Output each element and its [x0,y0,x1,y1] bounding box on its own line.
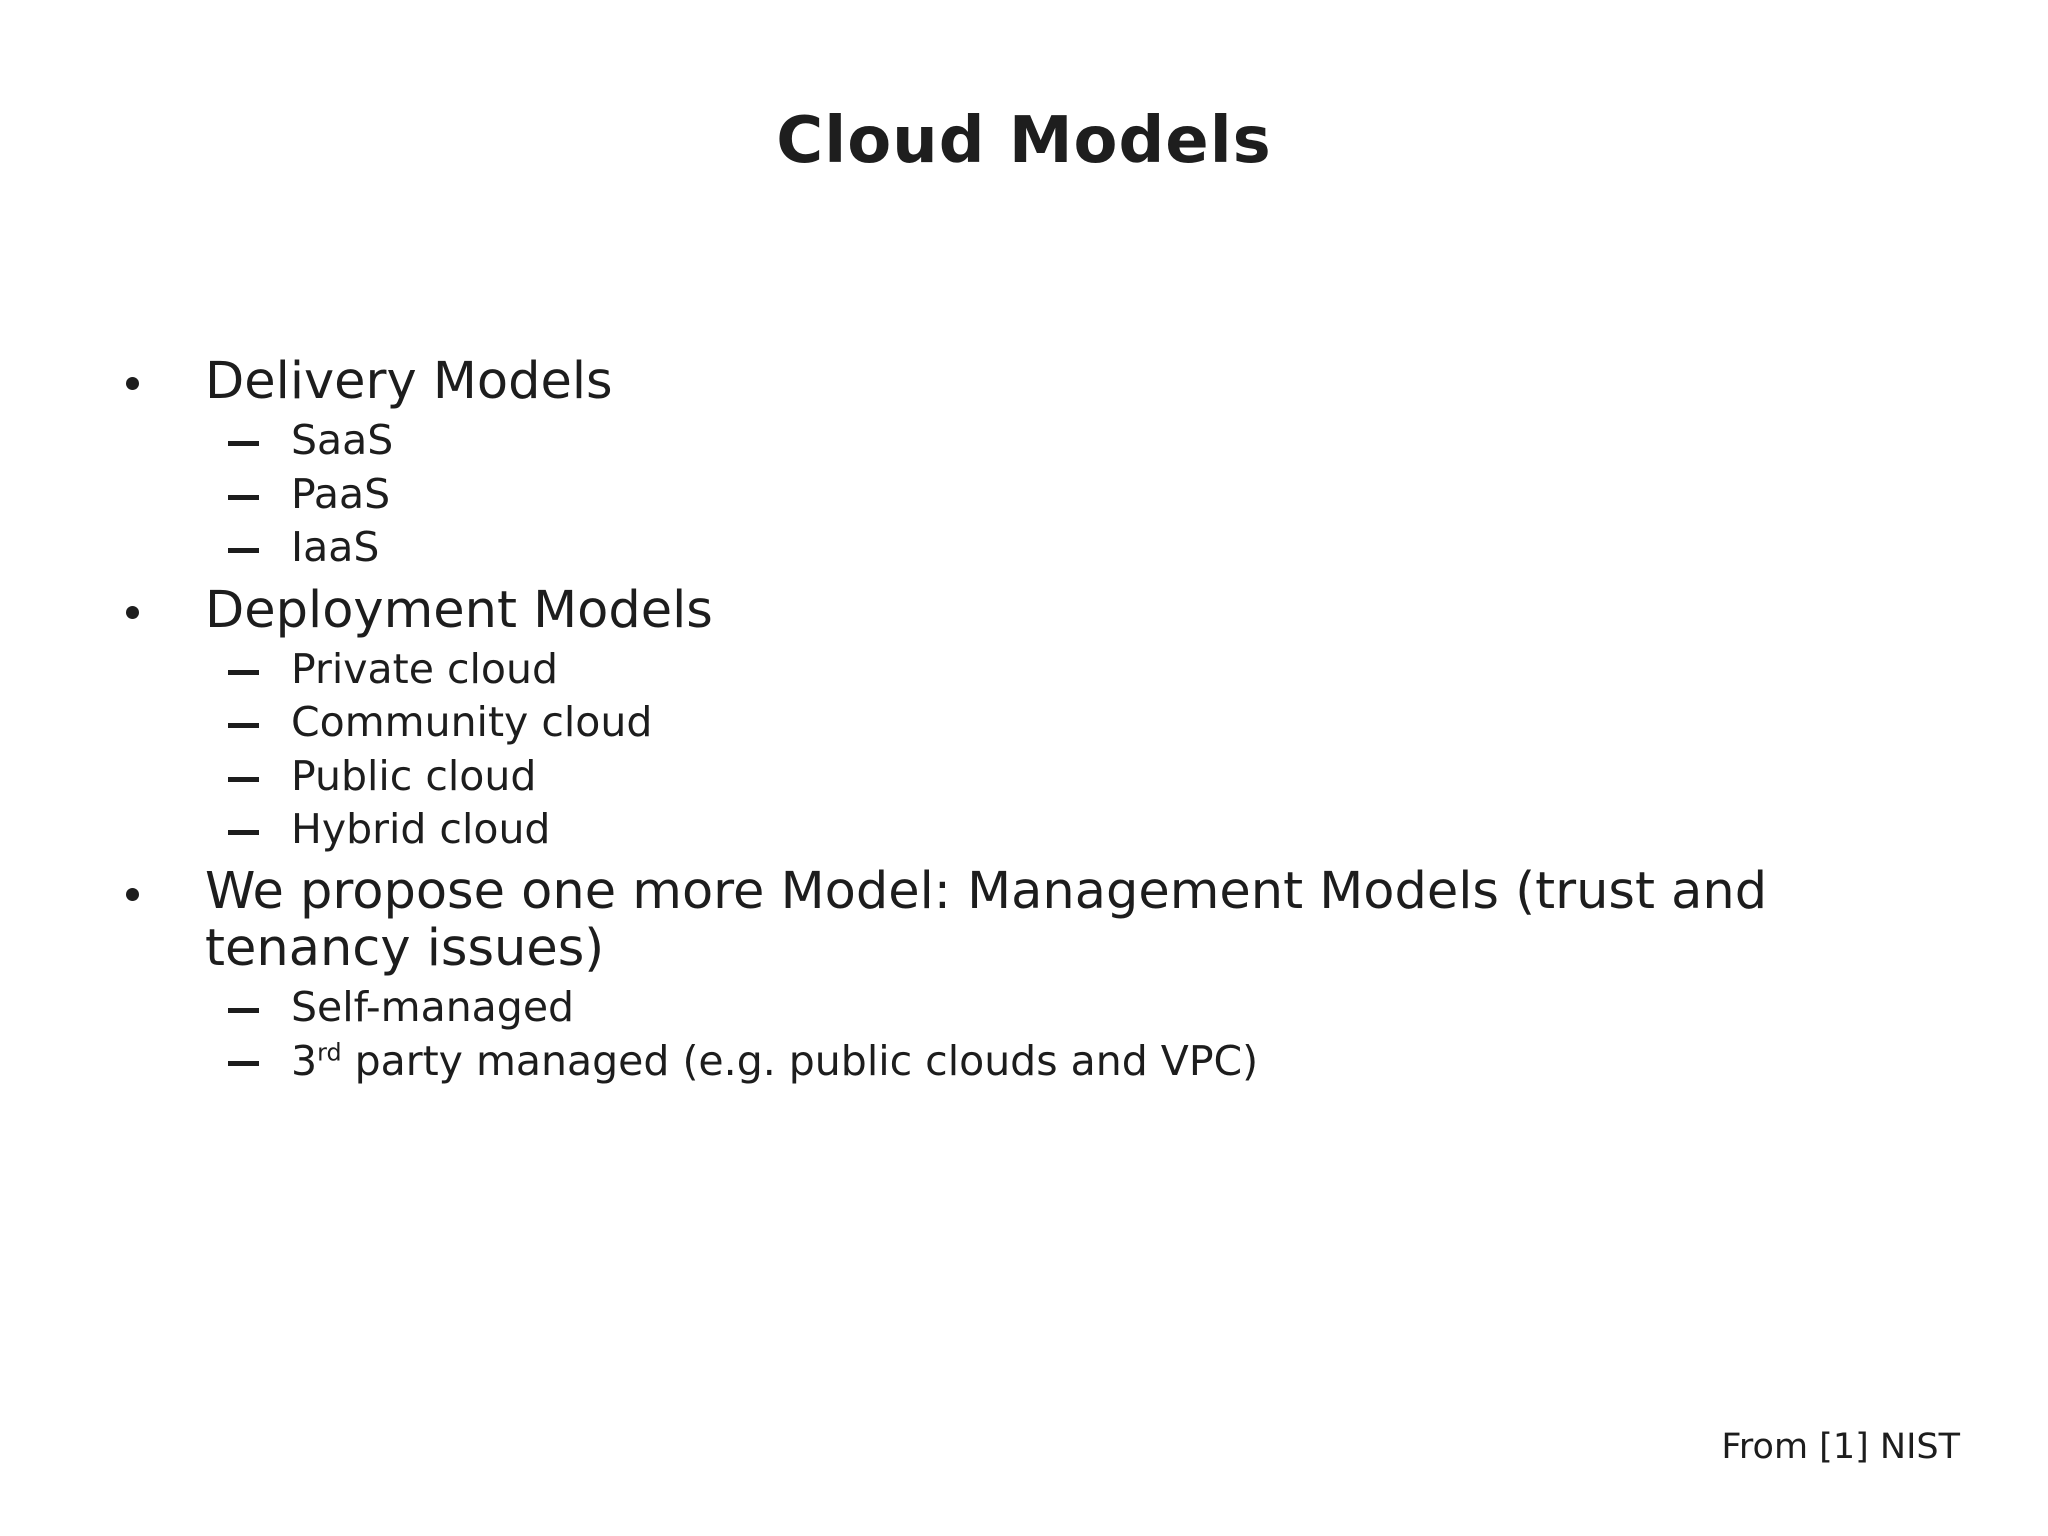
bullet-group-deployment-models: Deployment Models Private cloud Communit… [110,581,1900,857]
bullet-label: Deployment Models [205,580,713,640]
sub-bullet-label: Public cloud [291,751,537,800]
sub-bullet-self-managed: Self-managed [110,981,1900,1035]
dash-marker-icon [228,723,259,729]
sub-bullet-third-party-managed: 3rd party managed (e.g. public clouds an… [110,1035,1900,1089]
page-title: Cloud Models [776,104,1272,178]
source-attribution: From [1] NIST [1721,1427,1960,1467]
ordinal-suffix: rd [317,1037,342,1066]
sub-bullet-label: Community cloud [291,698,653,747]
bullet-group-delivery-models: Delivery Models SaaS PaaS IaaS [110,352,1900,575]
sub-bullet-label: 3rd party managed (e.g. public clouds an… [291,1035,1900,1089]
sub-bullet-private-cloud: Private cloud [110,643,1900,697]
dash-marker-icon [228,548,259,554]
sub-bullet-label: IaaS [291,523,380,572]
bullet-delivery-models: Delivery Models [110,352,1900,412]
ordinal-number: 3 [291,1036,318,1085]
bullet-dot-icon [126,887,139,901]
dash-marker-icon [228,830,259,836]
sub-bullet-public-cloud: Public cloud [110,750,1900,804]
bullet-deployment-models: Deployment Models [110,581,1900,641]
bullet-dot-icon [126,376,139,390]
sub-bullet-paas: PaaS [110,468,1900,522]
sub-bullet-label: Private cloud [291,644,559,693]
slide-body: Delivery Models SaaS PaaS IaaS Deploymen… [110,352,1900,1088]
bullet-group-management-models: We propose one more Model: Management Mo… [110,863,1900,1088]
dash-marker-icon [228,494,259,500]
sub-bullet-community-cloud: Community cloud [110,696,1900,750]
sub-bullet-label: Self-managed [291,983,575,1032]
dash-marker-icon [228,441,259,447]
sub-bullet-saas: SaaS [110,414,1900,468]
sub-bullet-iaas: IaaS [110,521,1900,575]
dash-marker-icon [228,669,259,675]
bullet-label: Delivery Models [205,352,613,411]
sub-bullet-label: SaaS [291,416,394,465]
bullet-management-models: We propose one more Model: Management Mo… [110,863,1900,977]
dash-marker-icon [228,776,259,782]
sub-bullet-hybrid-cloud: Hybrid cloud [110,803,1900,857]
sub-bullet-label: Hybrid cloud [291,805,551,854]
dash-marker-icon [228,1007,259,1013]
bullet-label: We propose one more Model: Management Mo… [205,861,1768,978]
sub-bullet-label-rest: party managed (e.g. public clouds and VP… [341,1036,1259,1085]
dash-marker-icon [228,1061,259,1067]
bullet-dot-icon [126,605,139,619]
sub-bullet-label: PaaS [291,469,391,518]
